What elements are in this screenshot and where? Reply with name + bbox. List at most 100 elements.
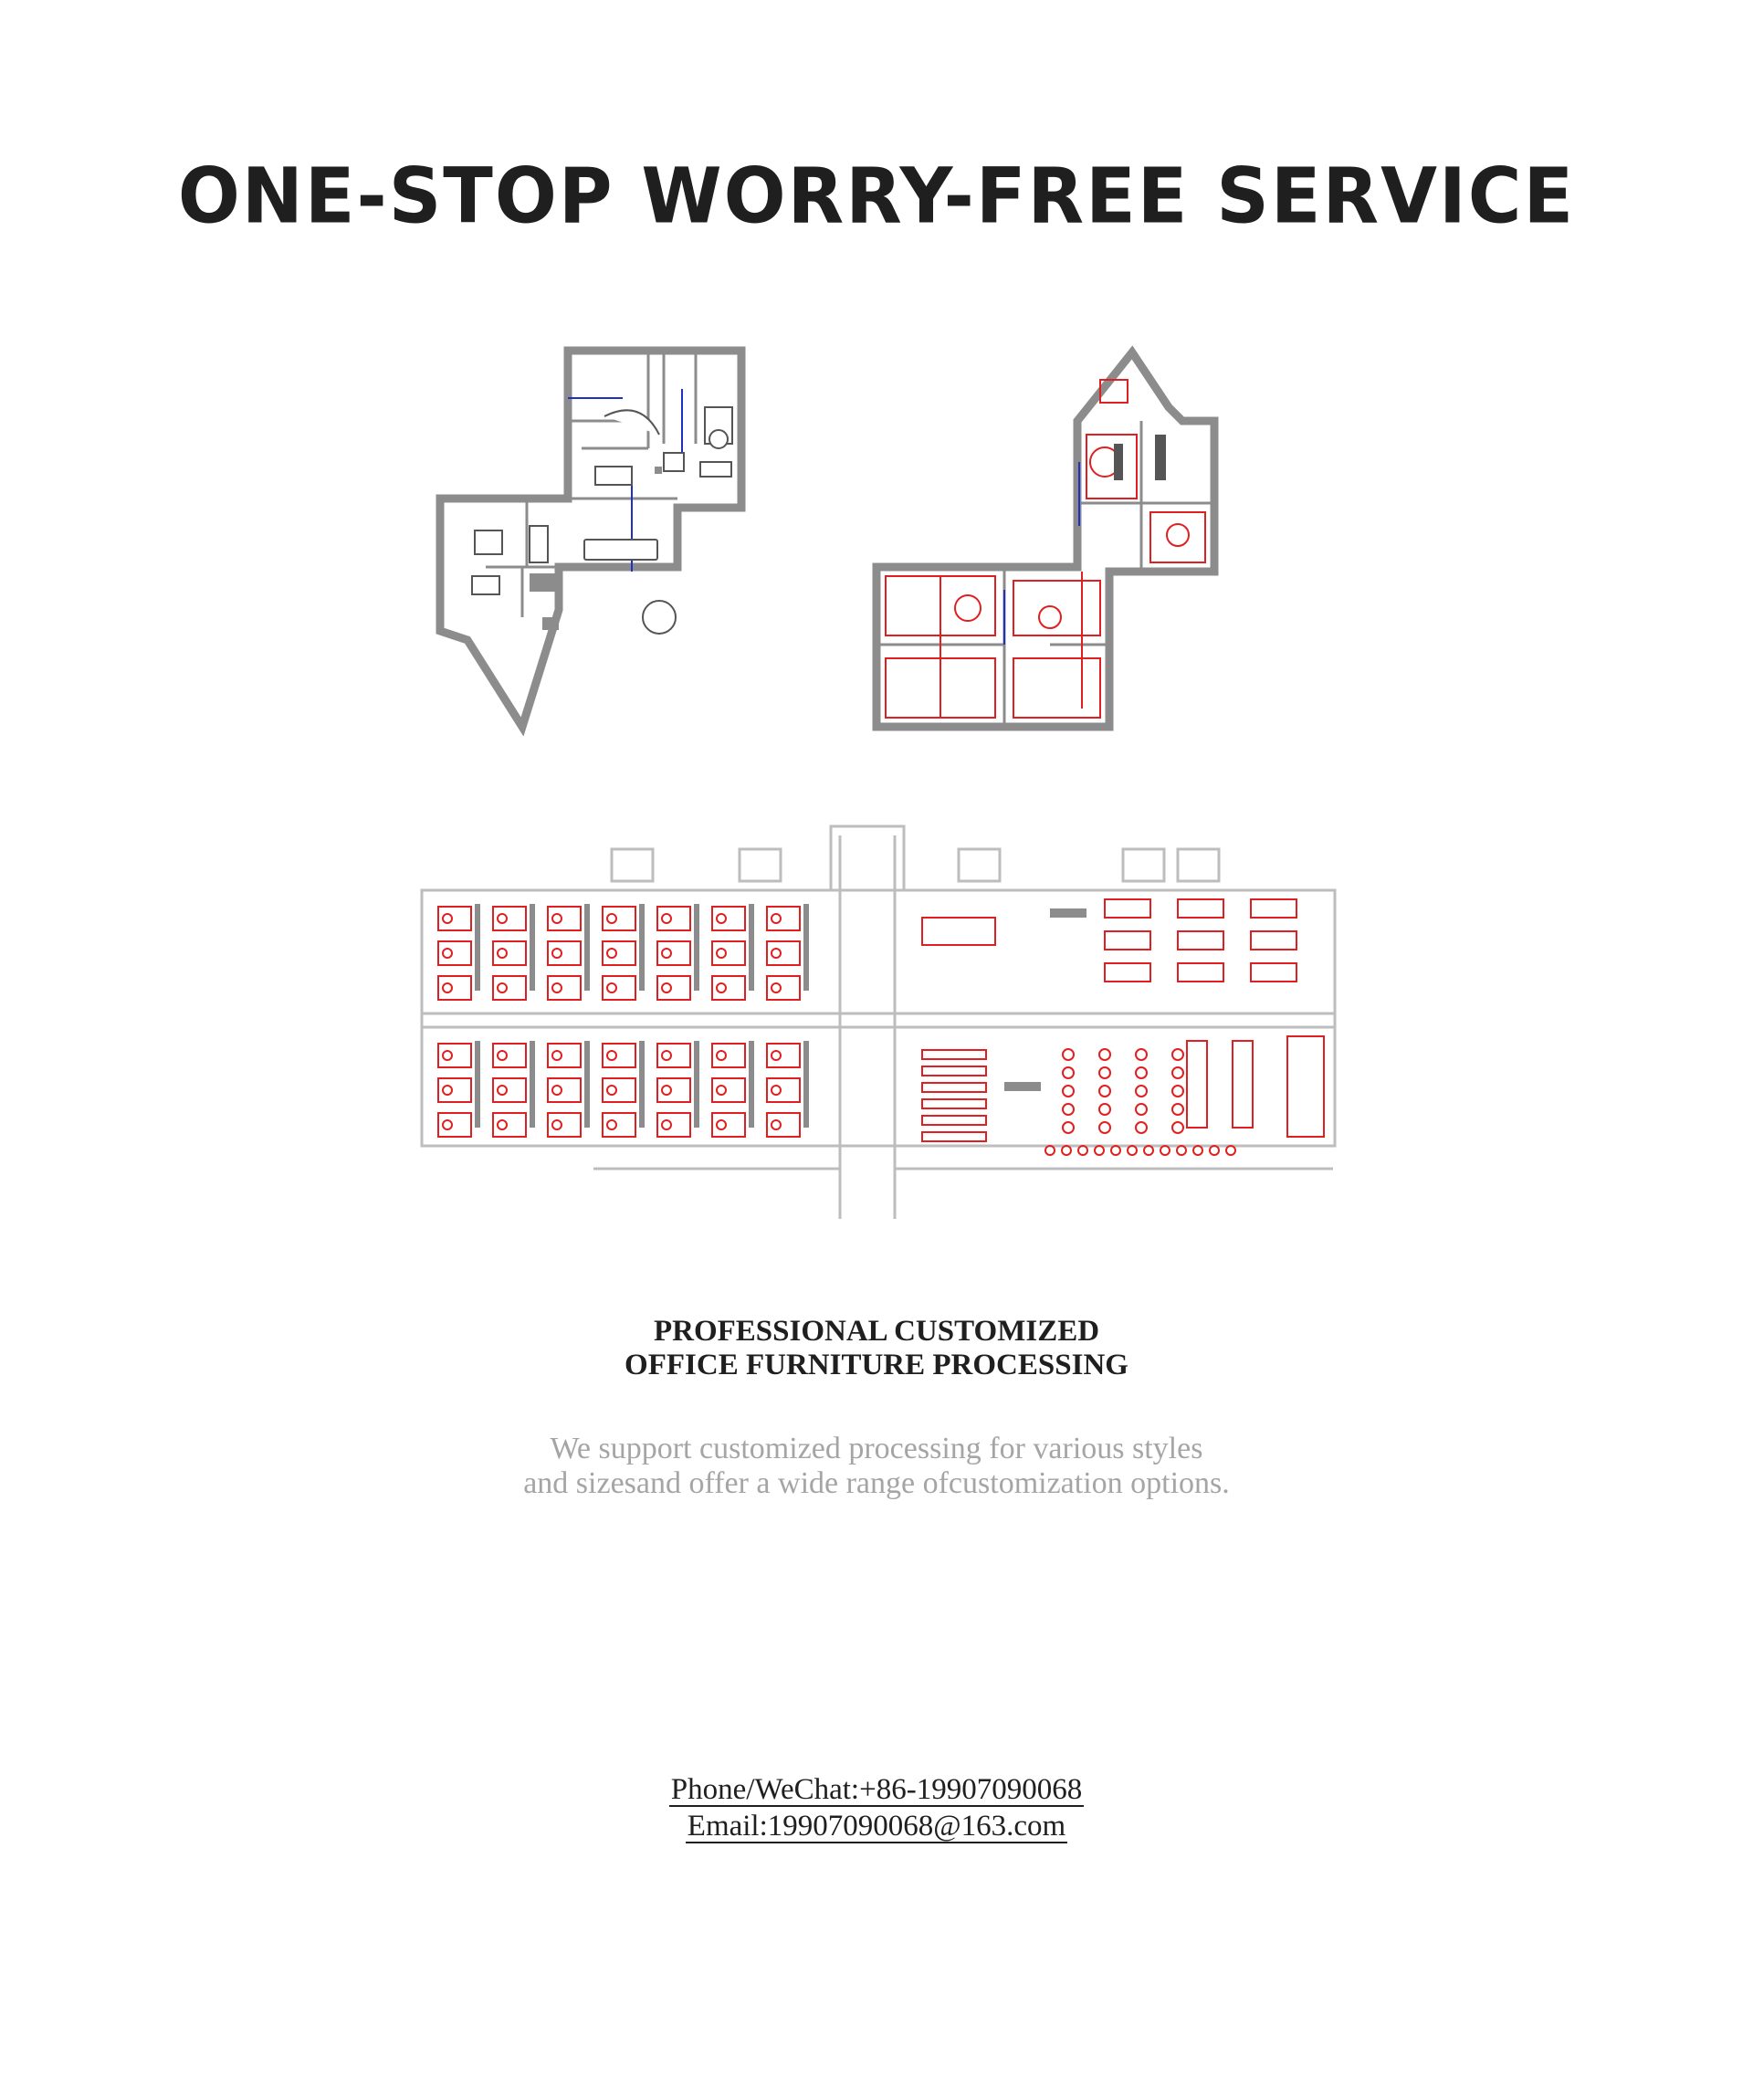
chair bbox=[442, 982, 453, 993]
chair bbox=[771, 1050, 782, 1061]
description-line-1: We support customized processing for var… bbox=[550, 1432, 1203, 1465]
partition bbox=[639, 904, 645, 991]
chair bbox=[551, 982, 562, 993]
workstation bbox=[1104, 898, 1151, 919]
workstation bbox=[656, 940, 691, 966]
chair bbox=[1135, 1048, 1148, 1061]
description-line-2: and sizesand offer a wide range ofcustom… bbox=[523, 1466, 1230, 1500]
chair bbox=[1098, 1066, 1111, 1079]
chair bbox=[716, 948, 727, 959]
section-title-line-2: OFFICE FURNITURE PROCESSING bbox=[625, 1349, 1128, 1381]
phone-link[interactable]: Phone/WeChat:+86-19907090068 bbox=[668, 1773, 1085, 1807]
chair bbox=[1135, 1085, 1148, 1097]
workstation bbox=[602, 1043, 636, 1068]
partition bbox=[639, 1041, 645, 1128]
section-title: PROFESSIONAL CUSTOMIZED OFFICE FURNITURE… bbox=[0, 1315, 1753, 1382]
email-link[interactable]: Email:19907090068@163.com bbox=[685, 1810, 1068, 1843]
chair bbox=[606, 1085, 617, 1096]
workstation bbox=[547, 906, 582, 931]
workstation bbox=[656, 1043, 691, 1068]
contact-info: Phone/WeChat:+86-19907090068 Email:19907… bbox=[0, 1771, 1753, 1844]
chair bbox=[1094, 1145, 1105, 1156]
chair bbox=[1192, 1145, 1203, 1156]
chair bbox=[551, 1119, 562, 1130]
chair bbox=[1061, 1145, 1072, 1156]
workstation bbox=[437, 1112, 472, 1138]
chair bbox=[771, 913, 782, 924]
chair bbox=[442, 913, 453, 924]
workstation bbox=[437, 940, 472, 966]
workstation bbox=[766, 906, 801, 931]
workstation bbox=[437, 1077, 472, 1103]
chair bbox=[497, 982, 508, 993]
chair bbox=[606, 1050, 617, 1061]
partition bbox=[803, 1041, 809, 1128]
chair bbox=[442, 1085, 453, 1096]
chair bbox=[1110, 1145, 1121, 1156]
chair bbox=[661, 1085, 672, 1096]
chair bbox=[1062, 1121, 1075, 1134]
workstation bbox=[1104, 930, 1151, 950]
partition bbox=[694, 1041, 699, 1128]
workstation bbox=[492, 906, 527, 931]
chair bbox=[1044, 1145, 1055, 1156]
chair bbox=[606, 913, 617, 924]
workstation bbox=[547, 1077, 582, 1103]
chair bbox=[1127, 1145, 1138, 1156]
chair bbox=[551, 1085, 562, 1096]
floor-plan-right bbox=[872, 345, 1219, 731]
chair bbox=[1171, 1121, 1184, 1134]
chair bbox=[1098, 1048, 1111, 1061]
chair bbox=[497, 913, 508, 924]
chair bbox=[1171, 1103, 1184, 1116]
chair bbox=[497, 1085, 508, 1096]
chair bbox=[661, 1050, 672, 1061]
chair bbox=[551, 948, 562, 959]
chair bbox=[1062, 1085, 1075, 1097]
meeting-table bbox=[1186, 1040, 1208, 1129]
chair bbox=[1062, 1103, 1075, 1116]
workstation bbox=[492, 1043, 527, 1068]
chair bbox=[716, 1085, 727, 1096]
workstation bbox=[602, 1112, 636, 1138]
workstation bbox=[656, 975, 691, 1001]
workstation bbox=[547, 940, 582, 966]
partition bbox=[694, 904, 699, 991]
workstation bbox=[766, 1077, 801, 1103]
conference-table bbox=[1286, 1035, 1325, 1138]
workstation bbox=[547, 1112, 582, 1138]
floor-plan-bottom bbox=[420, 824, 1337, 1219]
chair bbox=[442, 1050, 453, 1061]
workstation bbox=[602, 1077, 636, 1103]
page-title: ONE-STOP WORRY-FREE SERVICE bbox=[177, 151, 1576, 241]
chair bbox=[1077, 1145, 1088, 1156]
workstation bbox=[492, 1077, 527, 1103]
workstation bbox=[602, 906, 636, 931]
partition bbox=[749, 904, 754, 991]
chair bbox=[1171, 1066, 1184, 1079]
partition bbox=[803, 904, 809, 991]
chair bbox=[1171, 1085, 1184, 1097]
partition bbox=[475, 904, 480, 991]
chair bbox=[497, 948, 508, 959]
chair bbox=[606, 948, 617, 959]
partition bbox=[749, 1041, 754, 1128]
partition bbox=[475, 1041, 480, 1128]
chair bbox=[771, 982, 782, 993]
workstation bbox=[547, 975, 582, 1001]
workstation bbox=[656, 1077, 691, 1103]
workstation bbox=[437, 1043, 472, 1068]
workstation bbox=[711, 940, 746, 966]
chair bbox=[771, 1085, 782, 1096]
chair bbox=[716, 1050, 727, 1061]
chair bbox=[1171, 1048, 1184, 1061]
partition bbox=[530, 1041, 535, 1128]
floor-plan-left bbox=[436, 346, 746, 736]
meeting-table bbox=[1232, 1040, 1254, 1129]
chair bbox=[1143, 1145, 1154, 1156]
chair bbox=[497, 1119, 508, 1130]
workstation bbox=[656, 1112, 691, 1138]
chair bbox=[716, 1119, 727, 1130]
chair bbox=[1098, 1085, 1111, 1097]
chair bbox=[1160, 1145, 1170, 1156]
